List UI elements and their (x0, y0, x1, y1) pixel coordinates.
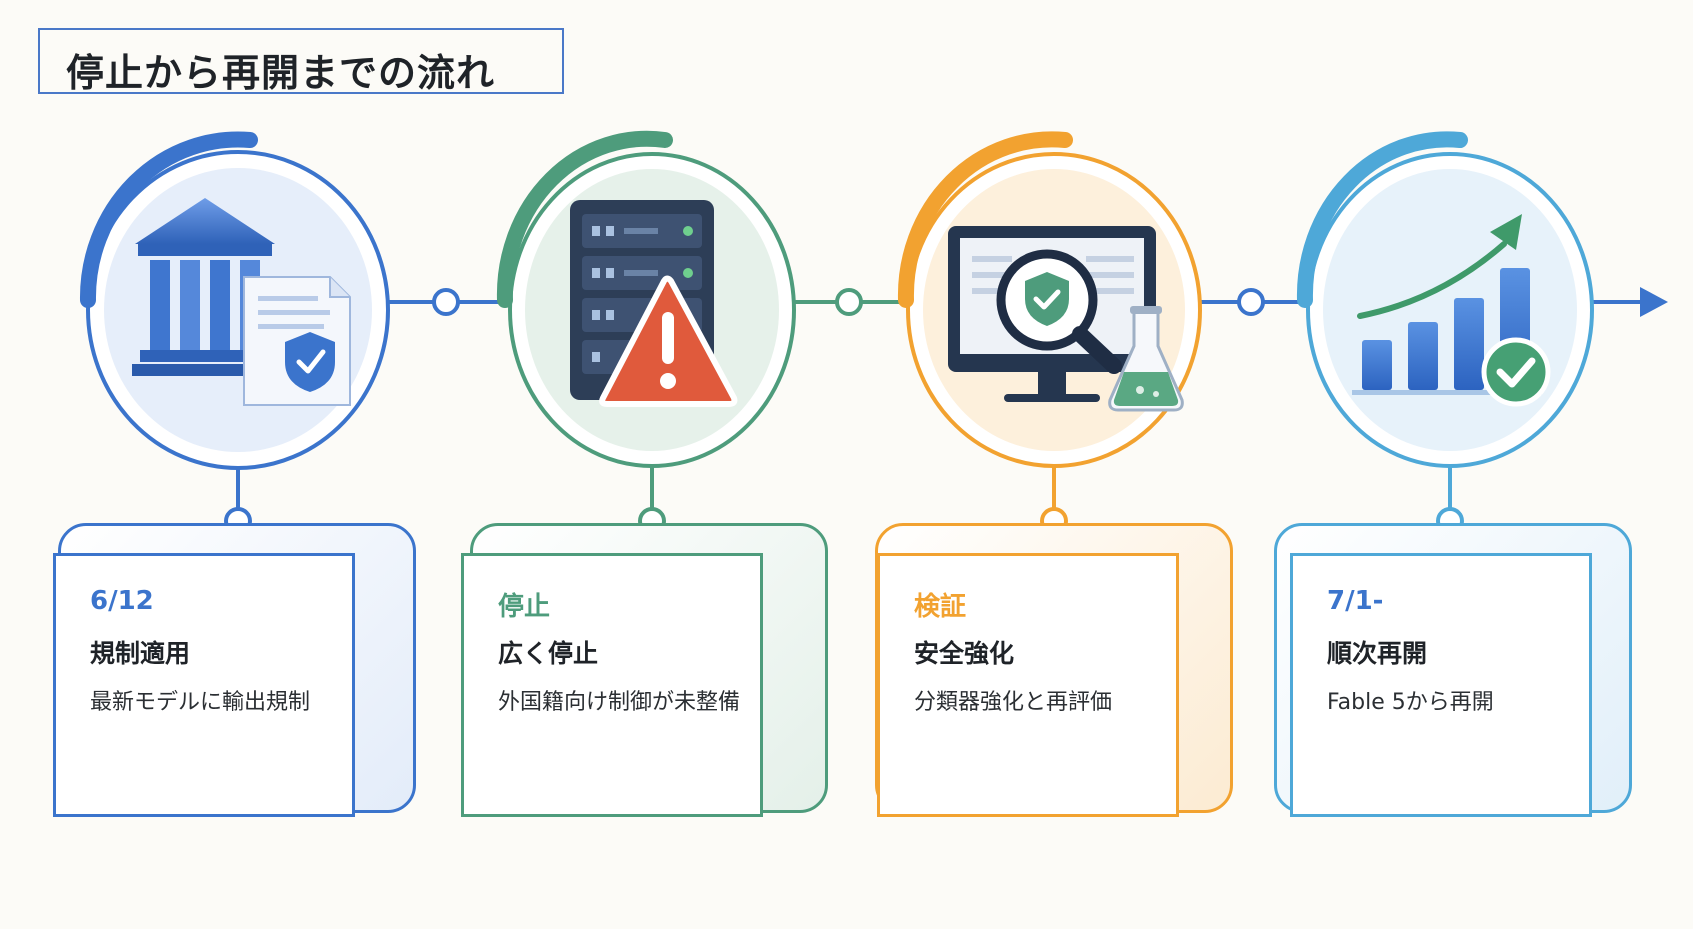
step-date: 7/1- (1327, 586, 1384, 616)
timeline-node (432, 288, 460, 316)
step-card-1: 6/12 規制適用 最新モデルに輸出規制 (53, 553, 355, 817)
step-heading: 安全強化 (914, 639, 1015, 668)
step-date: 停止 (498, 592, 551, 622)
step-description: 分類器強化と再評価 (914, 690, 1113, 715)
step-circle-2 (496, 130, 796, 468)
step-description: Fable 5から再開 (1327, 690, 1494, 715)
timeline-node (1237, 288, 1265, 316)
step-heading: 順次再開 (1327, 639, 1428, 668)
step-circle-4 (1296, 131, 1594, 468)
step-card-4: 7/1- 順次再開 Fable 5から再開 (1290, 553, 1592, 817)
page-title: 停止から再開までの流れ (66, 51, 496, 95)
monitor-inspection-icon (948, 226, 1184, 412)
step-heading: 広く停止 (498, 639, 599, 668)
title-box: 停止から再開までの流れ (38, 28, 564, 95)
government-building-icon (132, 198, 351, 406)
timeline-arrowhead (1640, 287, 1668, 317)
step-date: 検証 (914, 592, 967, 622)
step-card-2: 停止 広く停止 外国籍向け制御が未整備 (461, 553, 763, 817)
step-description: 外国籍向け制御が未整備 (498, 690, 741, 715)
server-warning-icon (570, 200, 738, 407)
step-circle-3 (897, 131, 1202, 468)
step-card-3: 検証 安全強化 分類器強化と再評価 (877, 553, 1179, 817)
step-heading: 規制適用 (90, 639, 191, 668)
timeline-node (835, 288, 863, 316)
step-circle-1 (79, 131, 390, 470)
step-description: 最新モデルに輸出規制 (90, 690, 311, 715)
step-date: 6/12 (90, 586, 154, 616)
growth-chart-icon (1352, 214, 1551, 407)
